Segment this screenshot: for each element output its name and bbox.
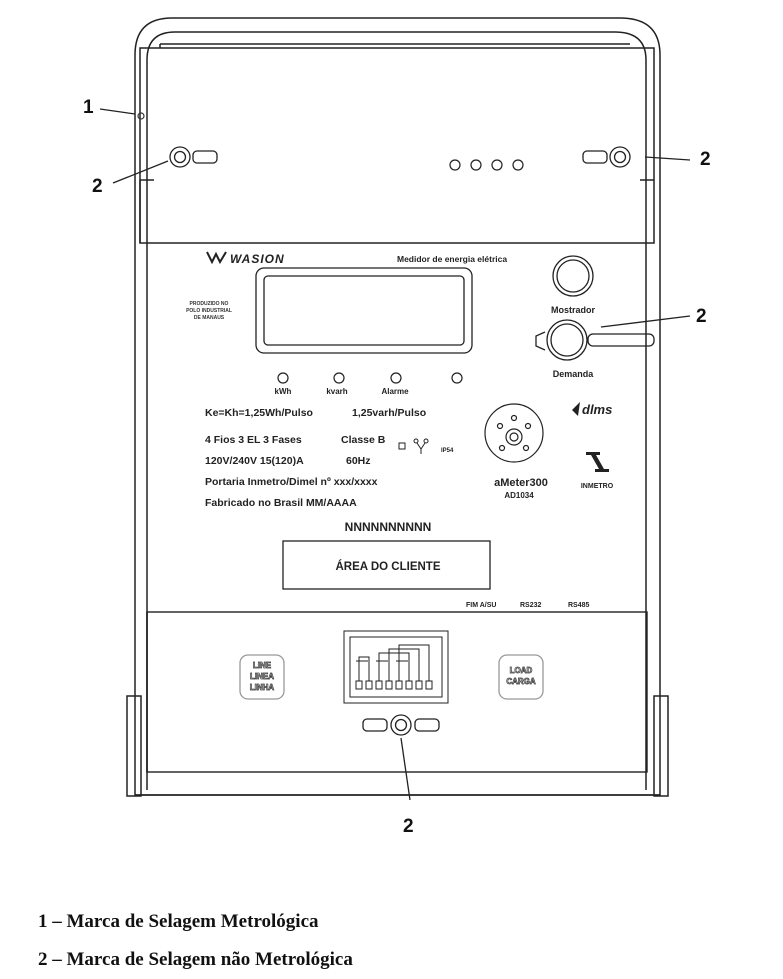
seal-top-right	[582, 146, 631, 168]
brand-logo: WASION	[206, 251, 285, 266]
callout-2-top-right: 2	[700, 149, 711, 170]
svg-text:LINE: LINE	[253, 661, 272, 670]
svg-text:INMETRO: INMETRO	[581, 483, 614, 490]
class-ii-symbol	[398, 442, 406, 450]
wiring-diagram	[343, 630, 449, 704]
meter-title: Medidor de energia elétrica	[397, 254, 507, 264]
metrological-seal	[137, 112, 145, 120]
produced-line-3: DE MANAUS	[194, 315, 225, 321]
load-terminal-label: LOAD CARGA	[498, 654, 544, 700]
demanda-button[interactable]	[535, 319, 655, 361]
optical-port	[484, 403, 544, 463]
spec-manufactured: Fabricado no Brasil MM/AAAA	[205, 497, 357, 509]
svg-text:LINHA: LINHA	[250, 683, 275, 692]
svg-text:dlms: dlms	[582, 402, 612, 417]
line-terminal-label: LINE LINEA LINHA	[239, 654, 285, 700]
spec-class: Classe B	[341, 434, 386, 446]
svg-text:LINEA: LINEA	[250, 672, 274, 681]
spec-constants-var: 1,25varh/Pulso	[352, 407, 426, 419]
led-kwh-label: kWh	[275, 387, 292, 396]
led-kvarh	[333, 372, 345, 384]
spec-frequency: 60Hz	[346, 455, 371, 467]
terminal-cover	[146, 611, 648, 773]
upper-cover	[139, 43, 655, 244]
client-area-box	[282, 540, 491, 590]
ip-rating: IP54	[441, 448, 454, 454]
svg-text:CARGA: CARGA	[506, 677, 536, 686]
spec-wiring: 4 Fios 3 EL 3 Fases	[205, 434, 302, 446]
led-alarm	[390, 372, 402, 384]
connection-symbol	[413, 438, 429, 454]
spec-constants: Ke=Kh=1,25Wh/Pulso	[205, 407, 313, 419]
demanda-label: Demanda	[553, 369, 595, 379]
callout-1: 1	[83, 97, 94, 118]
port-label-fim: FIM A/SU	[466, 602, 496, 609]
mostrador-label: Mostrador	[551, 305, 596, 315]
led-kwh	[277, 372, 289, 384]
mostrador-button[interactable]	[552, 255, 594, 297]
produced-line-1: PRODUZIDO NO	[190, 301, 229, 307]
client-area-label: ÁREA DO CLIENTE	[336, 560, 441, 573]
model-code: AD1034	[504, 491, 534, 500]
spec-ordinance: Portaria Inmetro/Dimel nº xxx/xxxx	[205, 476, 378, 488]
led-kvarh-label: kvarh	[326, 387, 347, 396]
svg-text:LOAD: LOAD	[510, 666, 533, 675]
callout-2-dial: 2	[696, 306, 707, 327]
port-label-rs485: RS485	[568, 602, 590, 609]
callout-2-top-left: 2	[92, 176, 103, 197]
svg-text:WASION: WASION	[230, 252, 285, 266]
inmetro-logo: INMETRO	[581, 452, 614, 490]
serial-number: NNNNNNNNNN	[345, 520, 432, 534]
seal-bottom	[362, 714, 440, 736]
led-alarm-label: Alarme	[381, 387, 409, 396]
led-extra	[451, 372, 463, 384]
callout-2-bottom: 2	[403, 816, 414, 837]
legend-item-2: 2 – Marca de Selagem não Metrológica	[38, 949, 353, 970]
dlms-logo: dlms	[572, 402, 612, 417]
nameplate: WASION Medidor de energia elétrica PRODU…	[186, 251, 655, 609]
optical-port-holes	[449, 159, 524, 171]
seal-top-left	[169, 146, 218, 168]
legend-item-1: 1 – Marca de Selagem Metrológica	[38, 911, 319, 932]
callout-lines	[99, 108, 691, 801]
model-name: aMeter300	[494, 477, 548, 489]
port-label-rs232: RS232	[520, 602, 542, 609]
produced-line-2: POLO INDUSTRIAL	[186, 308, 232, 314]
lcd-display	[255, 267, 473, 354]
spec-voltage: 120V/240V 15(120)A	[205, 455, 304, 467]
